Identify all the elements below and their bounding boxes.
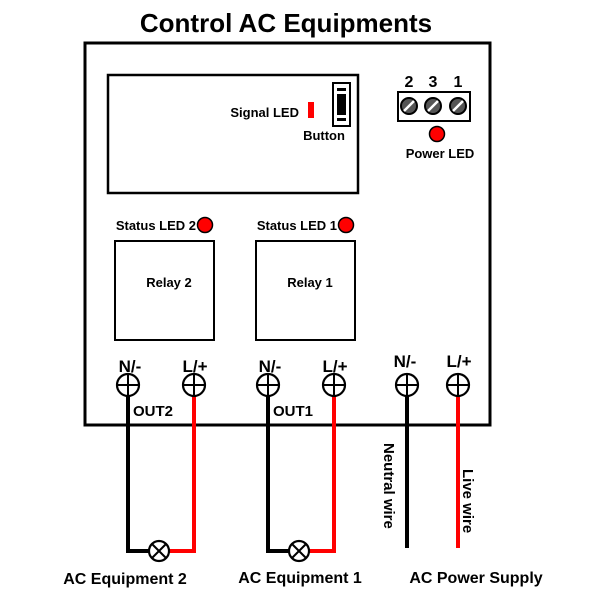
- power-led: [428, 125, 446, 143]
- button-label: Button: [303, 128, 345, 143]
- lamp-icon-equipment-1: [287, 539, 311, 563]
- terminal-supply-l-icon: [445, 372, 471, 398]
- out1-label: OUT1: [273, 403, 313, 420]
- relay-2: [114, 240, 215, 341]
- out2-neutral-wire: [126, 396, 150, 553]
- status-led-2: [196, 216, 214, 234]
- terminal-label-supply-n: N/-: [394, 352, 417, 371]
- status-led-1: [337, 216, 355, 234]
- pin-label-1: 1: [454, 74, 463, 91]
- terminal-out2-l-icon: [181, 372, 207, 398]
- button-bottom-bar: [337, 118, 346, 121]
- out1-neutral-wire: [266, 396, 290, 553]
- status-led-2-label: Status LED 2: [116, 218, 196, 233]
- ac-power-supply-label: AC Power Supply: [409, 570, 542, 587]
- relay-1-label: Relay 1: [287, 275, 333, 290]
- pin-label-2: 2: [405, 74, 414, 91]
- power-terminal-block: [397, 91, 471, 122]
- receiver-module: [106, 73, 360, 195]
- signal-led: [308, 102, 314, 118]
- button-top-bar: [337, 88, 346, 91]
- terminal-out2-n-icon: [115, 372, 141, 398]
- controller-enclosure: [83, 41, 492, 427]
- neutral-wire-label: Neutral wire: [380, 443, 397, 529]
- screw-icon: [400, 97, 418, 115]
- screw-icon: [424, 97, 442, 115]
- learn-button[interactable]: [332, 82, 351, 127]
- out1-live-wire: [308, 396, 336, 553]
- terminal-label-out1-n: N/-: [259, 357, 282, 376]
- out2-label: OUT2: [133, 403, 173, 420]
- pin-label-3: 3: [429, 74, 438, 91]
- relay-1: [255, 240, 356, 341]
- lamp-icon-equipment-2: [147, 539, 171, 563]
- terminal-label-supply-l: L/+: [446, 352, 471, 371]
- terminal-label-out1-l: L/+: [322, 357, 347, 376]
- relay-2-label: Relay 2: [146, 275, 192, 290]
- screw-icon: [449, 97, 467, 115]
- terminal-label-out2-l: L/+: [182, 357, 207, 376]
- terminal-label-out2-n: N/-: [119, 357, 142, 376]
- ac-equipment-2-label: AC Equipment 2: [63, 571, 187, 588]
- terminal-out1-l-icon: [321, 372, 347, 398]
- ac-equipment-1-label: AC Equipment 1: [238, 570, 362, 587]
- terminal-supply-n-icon: [394, 372, 420, 398]
- terminal-out1-n-icon: [255, 372, 281, 398]
- button-slider: [337, 94, 346, 115]
- live-wire-label: Live wire: [459, 469, 476, 533]
- diagram-title: Control AC Equipments: [140, 8, 432, 38]
- power-led-label: Power LED: [406, 146, 475, 161]
- out2-live-wire: [168, 396, 196, 553]
- signal-led-label: Signal LED: [230, 105, 299, 120]
- status-led-1-label: Status LED 1: [257, 218, 337, 233]
